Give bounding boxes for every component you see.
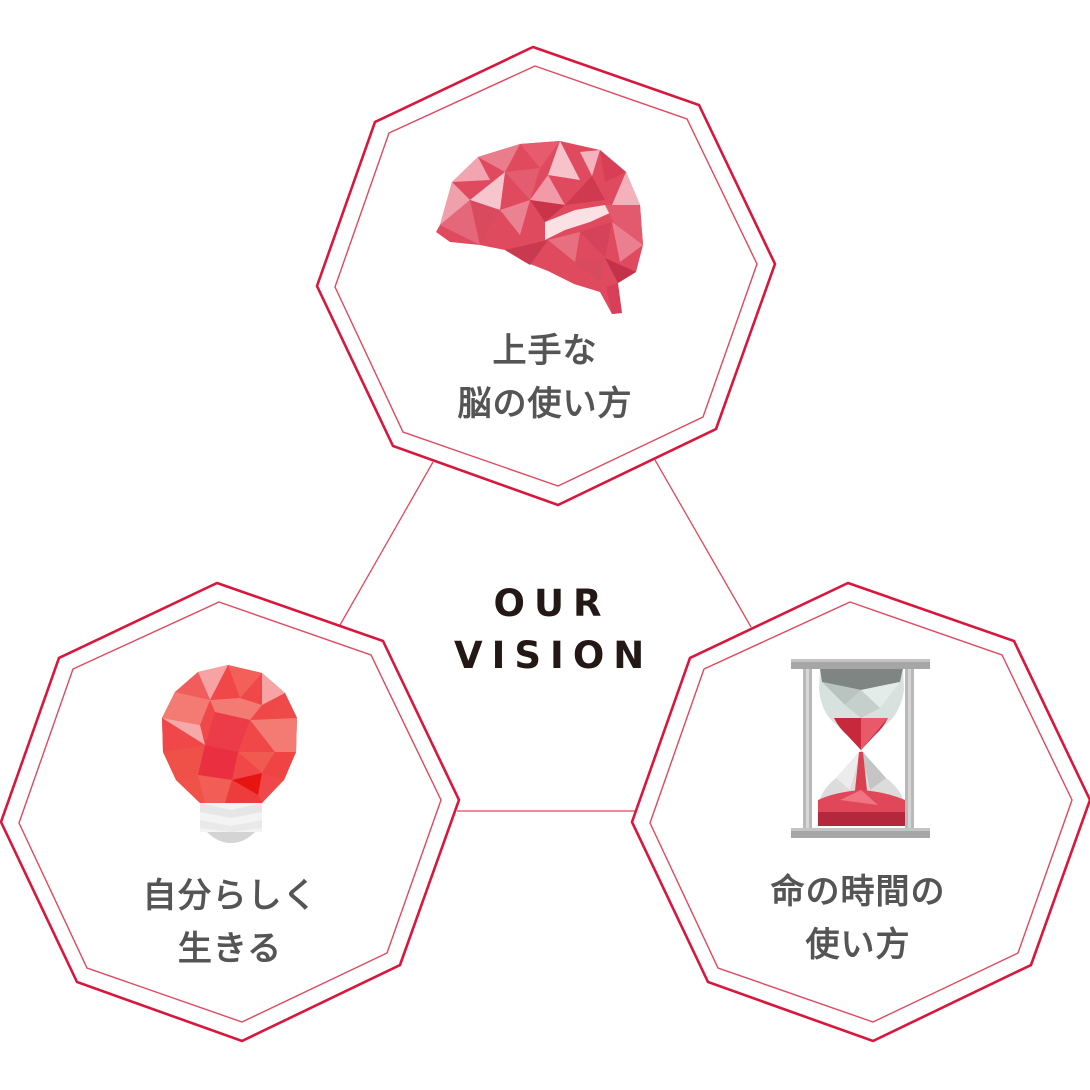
title-line-our: OUR xyxy=(493,582,611,625)
vision-label-lightbulb: 自分らしく 生きる xyxy=(80,870,380,976)
vision-label-hourglass: 命の時間の 使い方 xyxy=(708,866,1008,972)
vision-label-lightbulb-line2: 生きる xyxy=(177,929,283,969)
our-vision-title: OUR VISION xyxy=(445,578,650,682)
vision-label-brain-line1: 上手な xyxy=(492,331,598,371)
vision-label-hourglass-line1: 命の時間の xyxy=(770,872,946,912)
vision-label-lightbulb-line1: 自分らしく xyxy=(142,876,318,916)
vision-label-hourglass-line2: 使い方 xyxy=(805,925,911,965)
connector-lines xyxy=(339,459,752,812)
connector-line-right xyxy=(654,459,752,628)
title-line-vision: VISION xyxy=(454,634,654,677)
vision-label-brain: 上手な 脳の使い方 xyxy=(395,325,695,431)
vision-label-brain-line2: 脳の使い方 xyxy=(457,384,633,424)
connector-line-left xyxy=(339,461,434,626)
